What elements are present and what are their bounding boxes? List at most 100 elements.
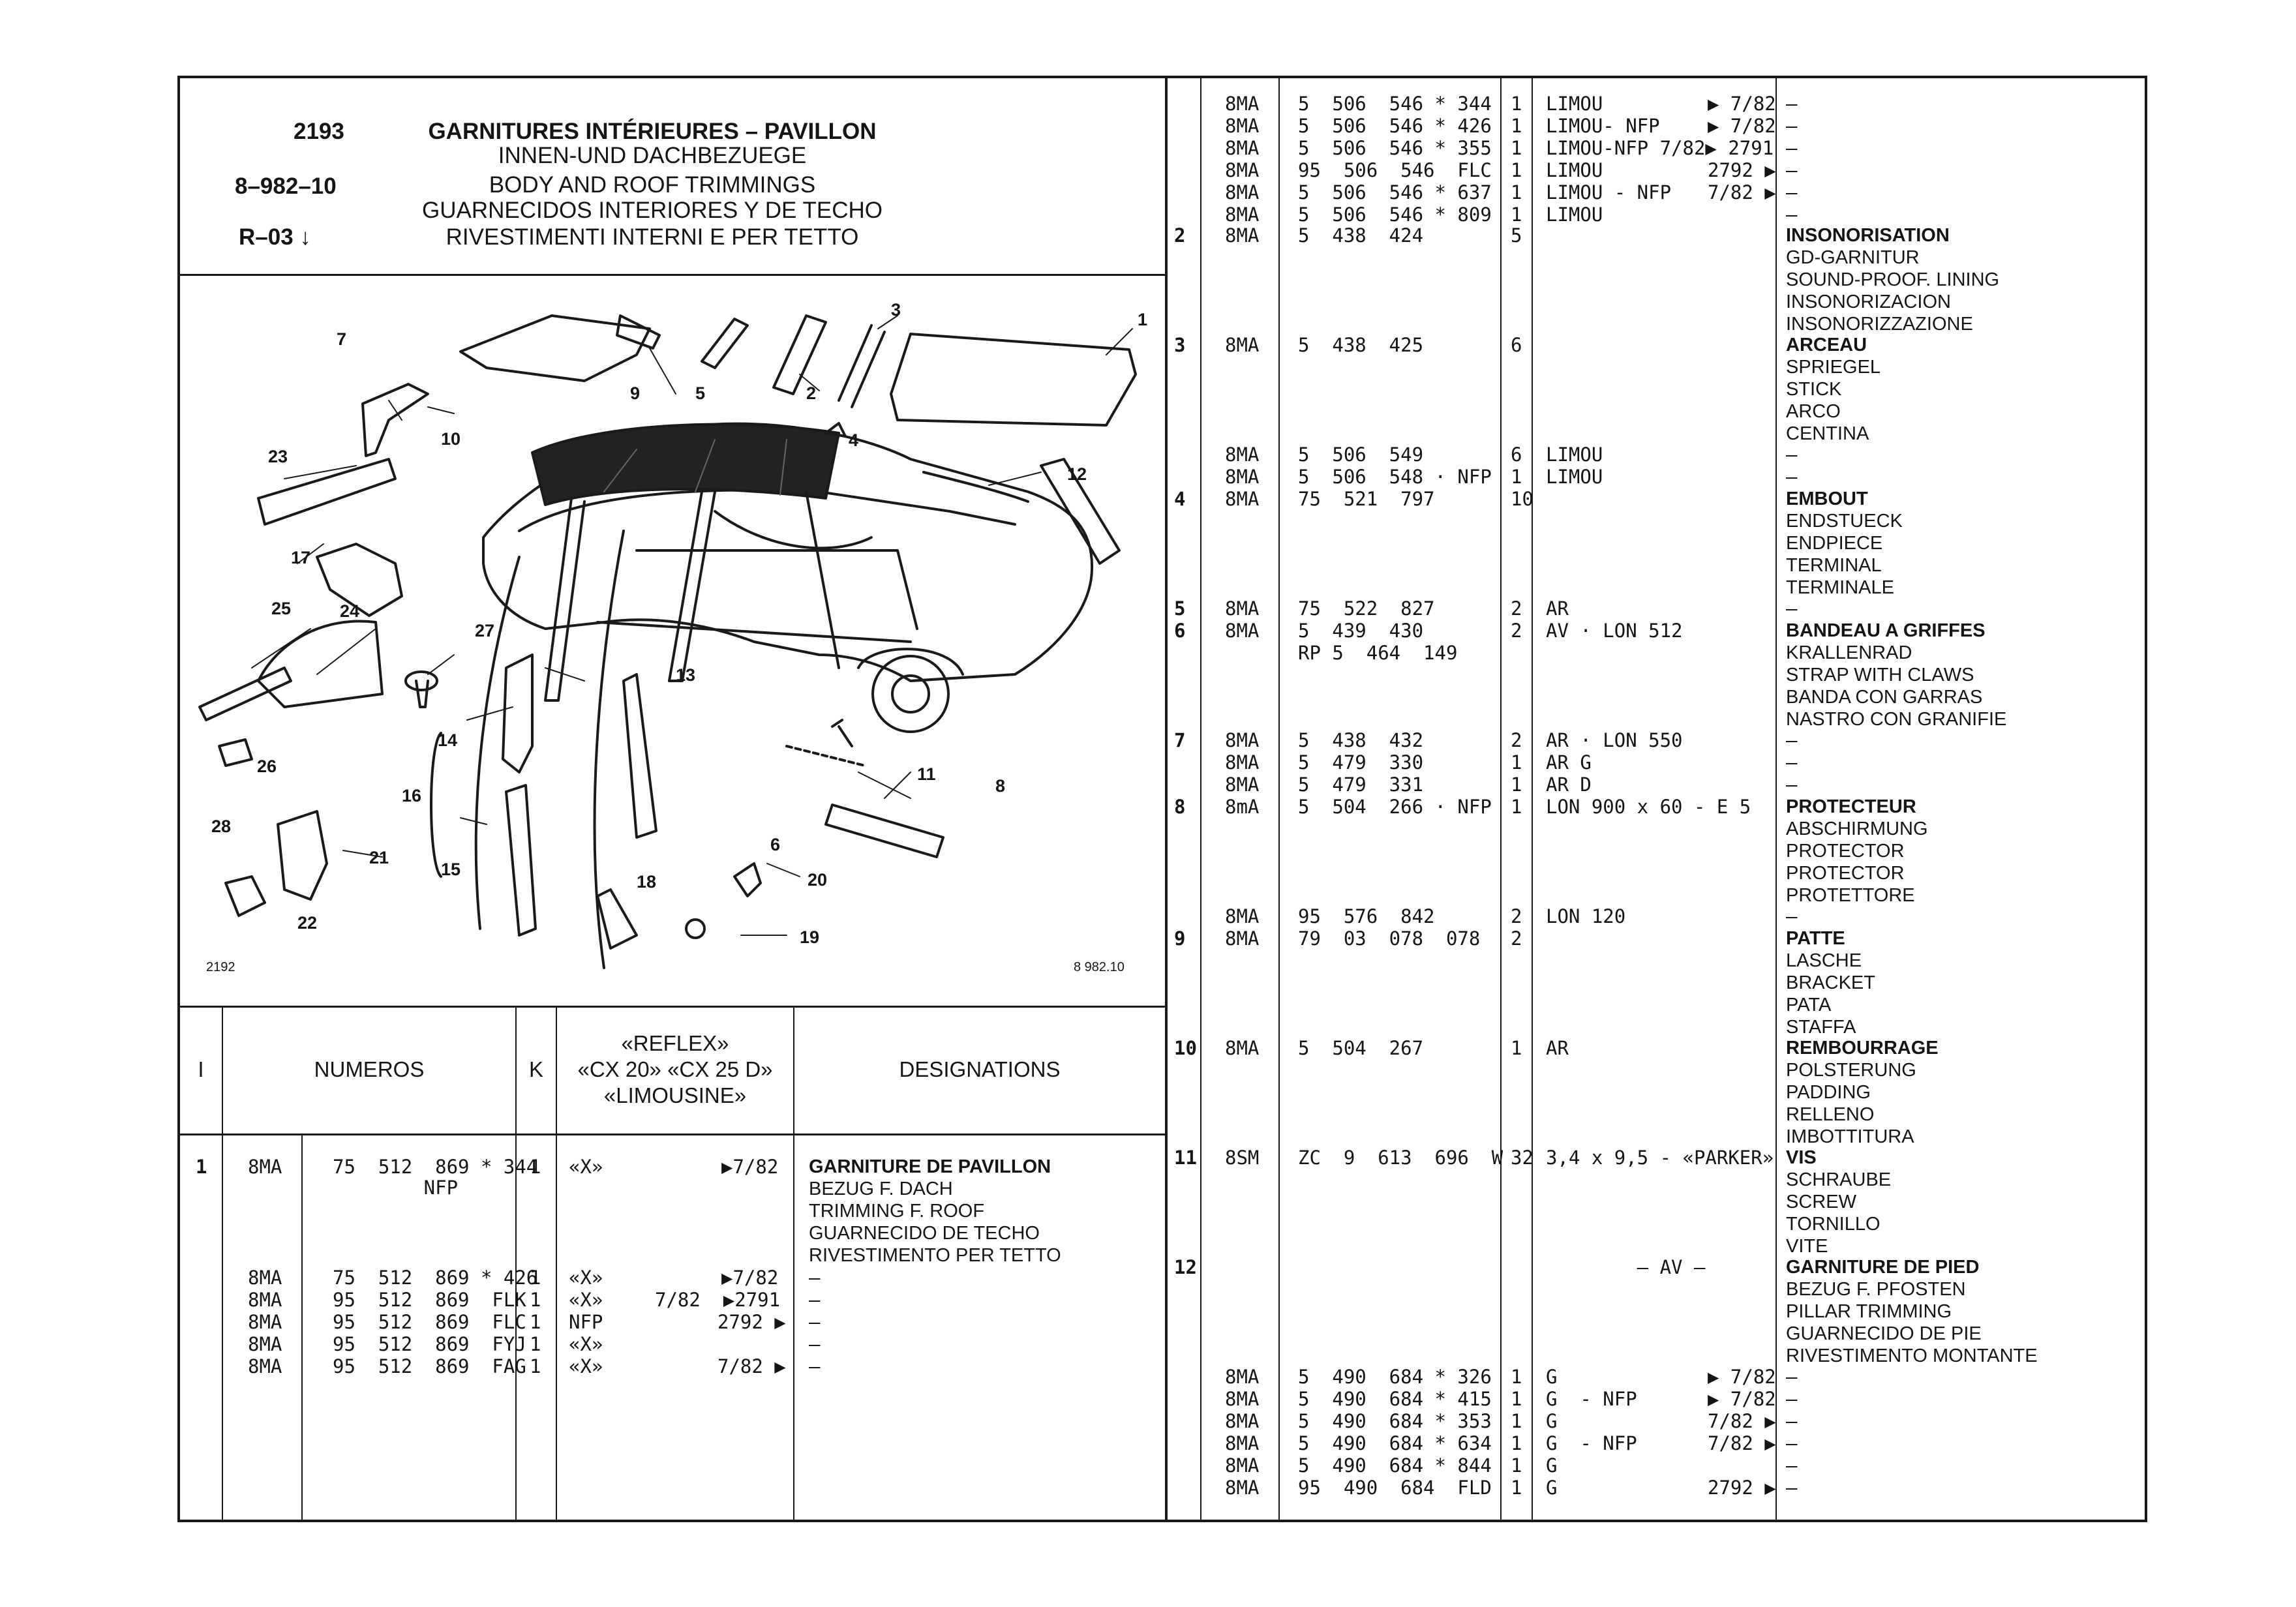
right-col-line-4 [1532,77,1533,1521]
pillar-a [544,497,586,702]
right-row-dash: – [1786,1477,1798,1499]
right-row-k: 1 [1511,1366,1522,1388]
left-row-k: 1 [530,1311,541,1333]
callout-11: 11 [917,764,936,784]
left-row-code: 8MA [248,1156,282,1178]
right-row-application: AR G [1546,751,1592,773]
left-col-line-5 [793,1007,794,1522]
right-row-code: 8mA [1225,796,1260,818]
left-row-code: 8MA [248,1355,282,1377]
right-row-number: 5 506 546 * 344 [1298,93,1492,115]
part-8-strip [824,804,944,858]
right-row-k: 1 [1511,773,1522,796]
right-item-number: 5 [1174,597,1186,620]
part-10-panel [459,314,651,382]
right-row-number: 5 506 546 * 426 [1298,115,1492,137]
right-row-code: 8MA [1225,466,1260,488]
left-row-k: 1 [530,1333,541,1355]
right-designation-title: BANDEAU A GRIFFES [1786,620,1986,641]
right-row-code: 8MA [1225,1432,1260,1454]
left-row-note: 7/82 ▶ [718,1355,786,1377]
right-item-number: 7 [1174,729,1186,751]
callout-6: 6 [770,835,780,854]
right-row-application: G [1546,1454,1558,1477]
callout-26: 26 [257,757,277,776]
right-row-number: 5 506 546 * 355 [1298,137,1492,159]
right-row-dash: – [1786,1432,1798,1454]
callout-12: 12 [1067,464,1087,484]
left-row-code: 8MA [248,1267,282,1289]
right-designation-line: TERMINALE [1786,577,1894,598]
exploded-parts-diagram: 1 2 3 4 5 6 7 8 9 10 11 12 13 14 15 16 1… [198,300,1147,974]
right-designation-title: EMBOUT [1786,488,1868,509]
right-row-k: 1 [1511,1432,1522,1454]
right-designation-line: SCHRAUBE [1786,1169,1892,1190]
right-row-application: AR [1546,597,1569,620]
right-designation-line: SCREW [1786,1192,1856,1212]
part-22-piece [224,875,266,917]
callout-1: 1 [1138,310,1147,329]
right-designation-title: INSONORISATION [1786,225,1950,246]
left-col-line-2 [301,1135,303,1522]
title-de: INNEN-UND DACHBEZUEGE [498,143,807,168]
left-row-number: 95 512 869 FYJ [333,1333,526,1355]
part-13-trim [622,673,657,839]
right-designation-line: GUARNECIDO DE PIE [1786,1323,1982,1344]
callout-18: 18 [637,872,656,892]
right-item-number: 9 [1174,927,1186,950]
right-designation-line: RIVESTIMENTO MONTANTE [1786,1345,2038,1366]
part-15-trim [505,784,537,937]
right-row-code: 8MA [1225,751,1260,773]
left-row-note: 2792 ▶ [718,1311,786,1333]
right-row-k: 1 [1511,115,1522,137]
part-16-bracket [430,732,442,878]
part-3-wire [838,324,886,408]
right-item-number: 10 [1174,1037,1197,1059]
part-6-clawband [785,745,866,767]
right-row-code: 8MA [1225,729,1260,751]
part-4-clip [824,422,847,438]
part-26-clip [218,738,253,767]
col-header-k: K [528,1057,543,1081]
right-row-k: 1 [1511,751,1522,773]
right-row-code: 8MA [1225,224,1260,247]
left-row-use: NFP [569,1311,603,1333]
part-2-strip [772,314,827,395]
right-row-dash: – [1786,1410,1798,1432]
right-row-k: 2 [1511,729,1522,751]
callout-8: 8 [995,776,1005,796]
right-row-note: 2792 ▶ [1708,1477,1776,1499]
right-row-k: 2 [1511,620,1522,642]
right-row-code: 8MA [1225,1454,1260,1477]
right-row-dash: – [1786,773,1798,796]
right-row-note: 7/82 ▶ [1708,1410,1776,1432]
right-row-number: 5 438 424 [1298,224,1424,247]
right-designation-title: ARCEAU [1786,335,1867,355]
right-row-number: 5 490 684 * 844 [1298,1454,1492,1477]
right-row-application: G [1546,1366,1558,1388]
right-row-dash: – [1786,115,1798,137]
callout-16: 16 [402,786,421,805]
col-header-model-2: «CX 20» «CX 25 D» [577,1057,773,1081]
right-row-k: 1 [1511,1477,1522,1499]
right-designation-line: BRACKET [1786,972,1875,993]
part-23-strip [257,458,397,526]
callout-14: 14 [438,730,457,750]
left-row-dash: – [809,1311,821,1333]
right-row-k: 1 [1511,159,1522,181]
right-row-dash: – [1786,159,1798,181]
left-row-code: 8MA [248,1289,282,1311]
right-designation-line: STRAP WITH CLAWS [1786,665,1974,685]
right-item-number: 12 [1174,1256,1197,1278]
right-row-note: ▶ 7/82 [1708,1366,1776,1388]
left-designation-de: BEZUG F. DACH [809,1179,953,1199]
right-row-number: 5 438 432 [1298,729,1424,751]
right-designation-line: SOUND-PROOF. LINING [1786,269,2000,290]
right-item-number: 3 [1174,334,1186,356]
right-designation-line: SPRIEGEL [1786,357,1881,378]
right-row-application: LIMOU - NFP [1546,181,1672,203]
right-row-number: 5 506 548 · NFP [1298,466,1492,488]
right-designation-line: PROTECTOR [1786,841,1905,862]
right-row-dash: – [1786,1454,1798,1477]
right-item-number: 4 [1174,488,1186,510]
